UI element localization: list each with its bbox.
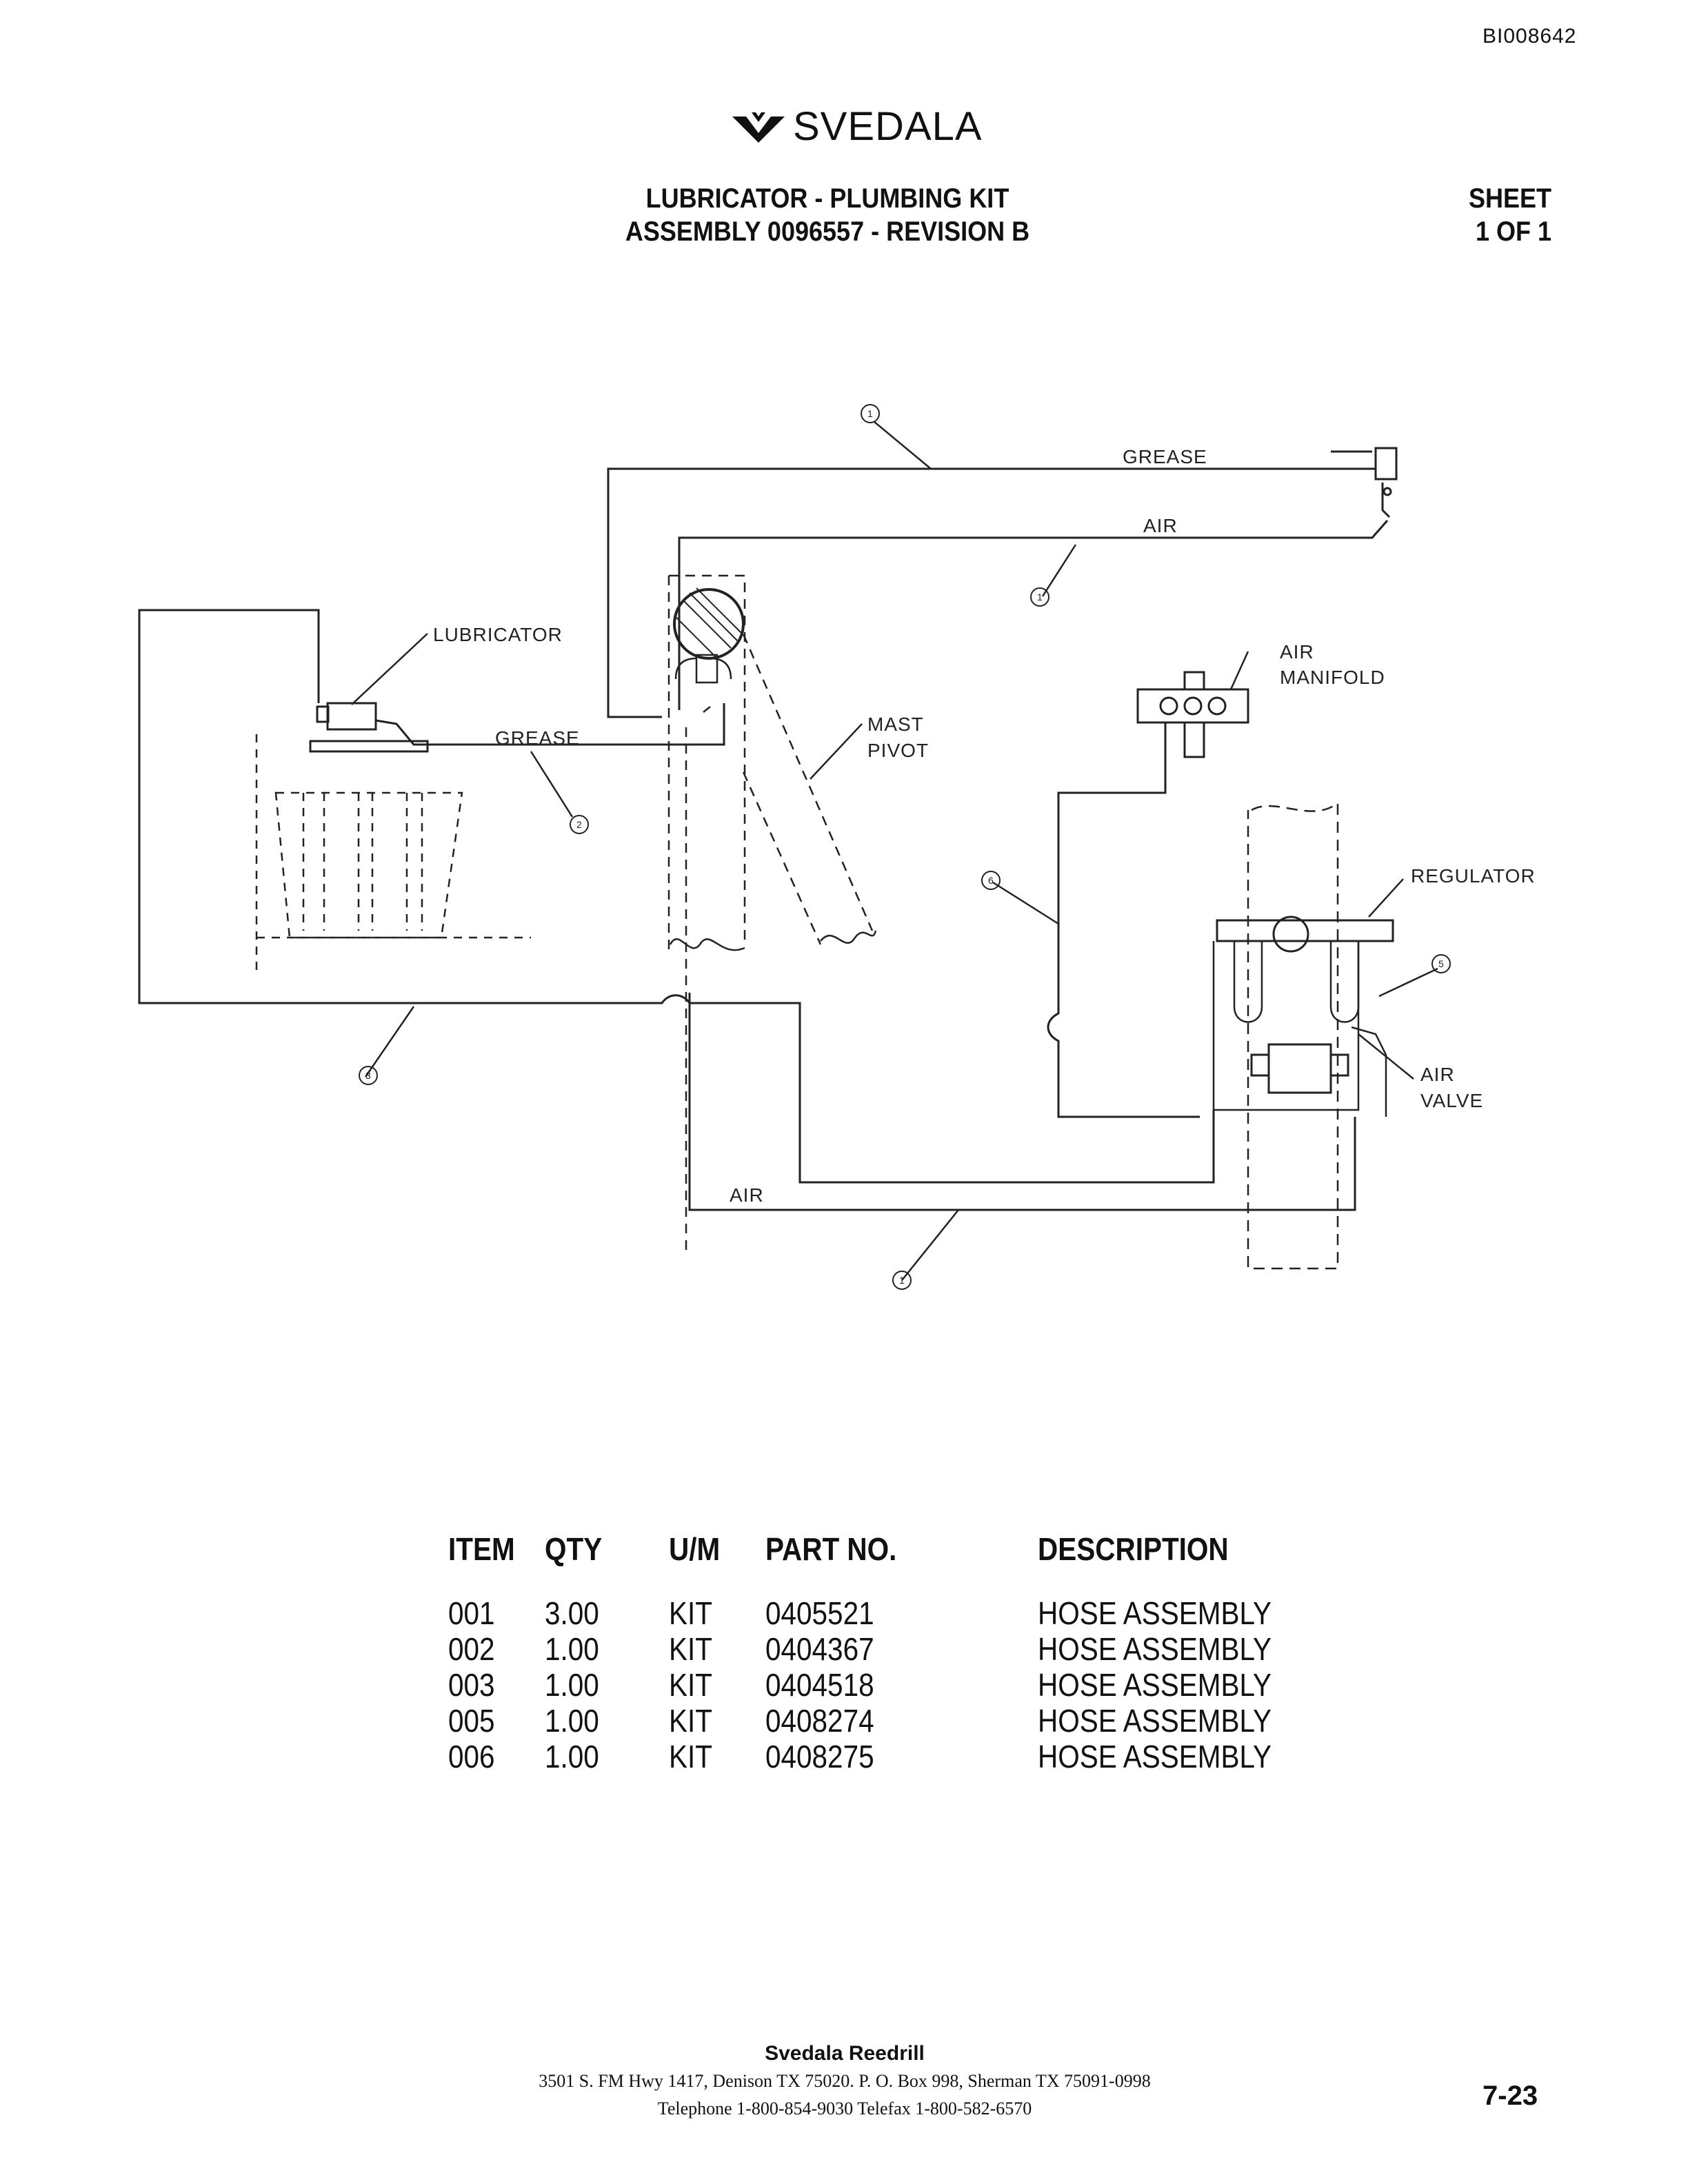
header-qty: QTY [545,1531,603,1567]
cell-part-no: 0404367 [765,1631,874,1667]
balloon-item-6: 6 [988,875,994,886]
cell-description: HOSE ASSEMBLY [1038,1703,1272,1739]
cell-um: KIT [669,1595,712,1631]
svedala-chevron-logo-icon [732,112,785,143]
table-row: 002 1.00 KIT 0404367 HOSE ASSEMBLY [448,1631,1303,1667]
grease-hose-top [607,467,1352,718]
cell-um: KIT [669,1739,712,1775]
label-air-manifold-line1: AIR [1280,641,1314,663]
brand-logo: SVEDALA [731,103,983,150]
lubricator-unit [309,702,725,753]
label-regulator: REGULATOR [1411,865,1536,887]
grease-fitting-top [1331,447,1398,518]
cell-description: HOSE ASSEMBLY [1038,1667,1272,1703]
cell-qty: 1.00 [545,1631,599,1667]
lubricator-hose-loop [138,609,1215,1184]
label-pivot: PIVOT [867,740,929,761]
item-balloons [359,404,1451,1290]
label-air-manifold-line2: MANIFOLD [1280,667,1385,688]
parts-table-header: ITEM QTY U/M PART NO. DESCRIPTION [448,1530,1303,1595]
cell-part-no: 0404518 [765,1667,874,1703]
document-id: BI008642 [1483,25,1577,48]
label-air-top: AIR [1143,515,1178,536]
balloon-item-3: 3 [365,1070,371,1081]
label-air-bottom: AIR [730,1184,764,1206]
cell-um: KIT [669,1703,712,1739]
regulator-assembly [1212,801,1394,1270]
cell-description: HOSE ASSEMBLY [1038,1739,1272,1775]
cell-qty: 1.00 [545,1703,599,1739]
label-grease-top: GREASE [1123,446,1207,467]
page-number: 7-23 [1483,2081,1538,2111]
footer-address: 3501 S. FM Hwy 1417, Denison TX 75020. P… [539,2071,1151,2091]
header-um: U/M [669,1531,721,1567]
mast-pivot [667,574,877,1255]
balloon-item-1-top: 1 [867,408,873,419]
label-grease-left: GREASE [495,727,580,749]
cell-item: 003 [448,1667,495,1703]
balloon-item-5: 5 [1438,958,1444,969]
sheet-label: SHEET [1468,183,1551,214]
air-hose-top [678,520,1389,710]
table-row: 006 1.00 KIT 0408275 HOSE ASSEMBLY [448,1739,1303,1775]
balloon-item-2: 2 [576,819,582,830]
header-part-no: PART NO. [765,1531,897,1567]
brand-name: SVEDALA [793,104,983,149]
cell-description: HOSE ASSEMBLY [1038,1595,1272,1631]
air-manifold [1047,671,1249,1118]
balloon-item-1-air: 1 [1037,592,1043,603]
cell-description: HOSE ASSEMBLY [1038,1631,1272,1667]
cell-item: 001 [448,1595,495,1631]
drawing-title: LUBRICATOR - PLUMBING KIT [645,183,1009,214]
cell-qty: 1.00 [545,1667,599,1703]
plumbing-diagram: 1 1 2 3 6 5 1 GREASE AIR LUBRICATOR GREA… [138,404,1536,1290]
table-row: 003 1.00 KIT 0404518 HOSE ASSEMBLY [448,1667,1303,1703]
header-item: ITEM [448,1531,515,1567]
sheet-number: 1 OF 1 [1475,216,1551,247]
cell-item: 002 [448,1631,495,1667]
cell-part-no: 0408275 [765,1739,874,1775]
parts-table: ITEM QTY U/M PART NO. DESCRIPTION 001 3.… [448,1530,1303,1775]
header-description: DESCRIPTION [1038,1531,1229,1567]
label-air-valve-line1: AIR [1420,1064,1455,1085]
cell-um: KIT [669,1631,712,1667]
table-row: 005 1.00 KIT 0408274 HOSE ASSEMBLY [448,1703,1303,1739]
assembly-revision: ASSEMBLY 0096557 - REVISION B [625,216,1030,247]
label-mast: MAST [867,714,924,735]
cell-qty: 3.00 [545,1595,599,1631]
footer-company: Svedala Reedrill [765,2042,925,2065]
footer-phone: Telephone 1-800-854-9030 Telefax 1-800-5… [657,2099,1032,2119]
label-lubricator: LUBRICATOR [433,624,563,645]
cell-item: 005 [448,1703,495,1739]
label-air-valve-line2: VALVE [1420,1090,1483,1111]
grease-tank [255,734,531,972]
table-row: 001 3.00 KIT 0405521 HOSE ASSEMBLY [448,1595,1303,1631]
leader-lines [351,421,1438,1281]
cell-part-no: 0405521 [765,1595,874,1631]
cell-qty: 1.00 [545,1739,599,1775]
cell-um: KIT [669,1667,712,1703]
balloon-item-1-bottom: 1 [899,1275,905,1286]
air-hose-bottom [688,993,1356,1211]
cell-part-no: 0408274 [765,1703,874,1739]
cell-item: 006 [448,1739,495,1775]
